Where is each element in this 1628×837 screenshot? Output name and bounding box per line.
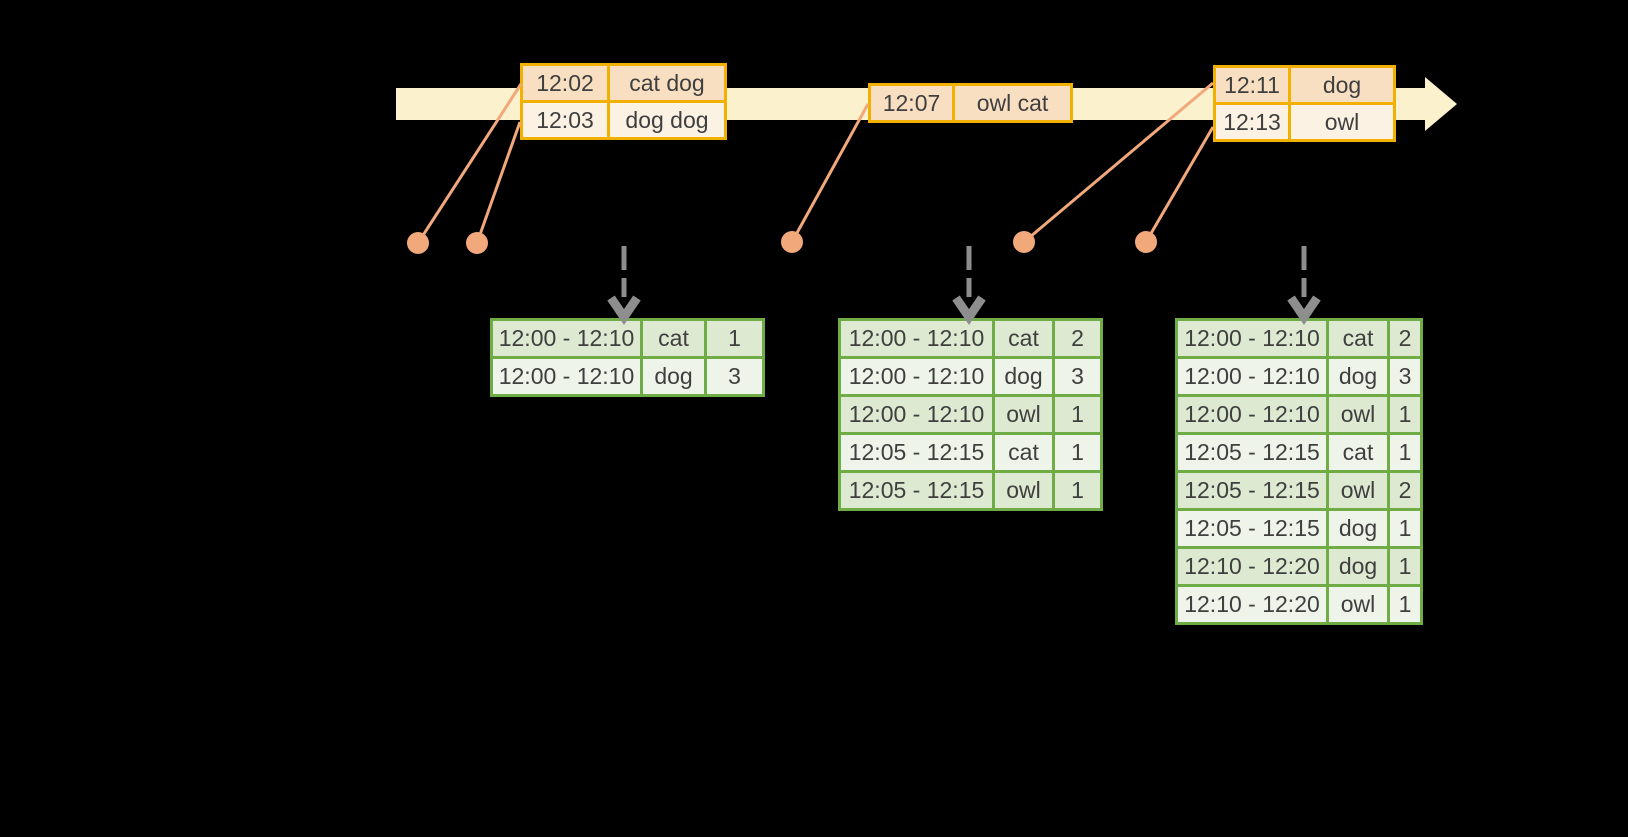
event-words-cell: dog	[1288, 65, 1396, 105]
animal-cell: cat	[1326, 318, 1390, 359]
count-cell: 2	[1052, 318, 1103, 359]
window-cell: 12:00 - 12:10	[838, 394, 995, 435]
result-row: 12:05 - 12:15 dog 1	[1175, 508, 1423, 549]
result-row: 12:00 - 12:10 dog 3	[1175, 356, 1423, 397]
animal-cell: owl	[1326, 470, 1390, 511]
animal-cell: dog	[1326, 546, 1390, 587]
count-cell: 1	[1052, 394, 1103, 435]
count-cell: 1	[1387, 394, 1423, 435]
result-row: 12:00 - 12:10 cat 2	[838, 318, 1103, 359]
animal-cell: cat	[1326, 432, 1390, 473]
window-cell: 12:10 - 12:20	[1175, 546, 1329, 587]
count-cell: 1	[1387, 508, 1423, 549]
animal-cell: dog	[992, 356, 1055, 397]
count-cell: 3	[1387, 356, 1423, 397]
animal-cell: owl	[1326, 394, 1390, 435]
result-table-2: 12:00 - 12:10 cat 2 12:00 - 12:10 dog 3 …	[838, 318, 1103, 511]
event-table-1: 12:02 cat dog 12:03 dog dog	[520, 63, 727, 140]
event-words-cell: dog dog	[607, 100, 727, 140]
animal-cell: owl	[992, 394, 1055, 435]
event-table-2: 12:07 owl cat	[868, 83, 1073, 123]
event-time-cell: 12:11	[1213, 65, 1291, 105]
result-row: 12:00 - 12:10 cat 2	[1175, 318, 1423, 359]
window-cell: 12:00 - 12:10	[838, 318, 995, 359]
window-cell: 12:00 - 12:10	[838, 356, 995, 397]
animal-cell: dog	[640, 356, 707, 397]
result-table-1: 12:00 - 12:10 cat 1 12:00 - 12:10 dog 3	[490, 318, 765, 397]
event-row: 12:02 cat dog	[520, 63, 727, 103]
result-row: 12:05 - 12:15 cat 1	[1175, 432, 1423, 473]
count-cell: 1	[704, 318, 765, 359]
animal-cell: cat	[992, 318, 1055, 359]
event-words-cell: owl cat	[952, 83, 1073, 123]
event-time-cell: 12:13	[1213, 102, 1291, 142]
event-row: 12:13 owl	[1213, 102, 1396, 142]
result-row: 12:00 - 12:10 owl 1	[838, 394, 1103, 435]
event-row: 12:11 dog	[1213, 65, 1396, 105]
event-time-cell: 12:02	[520, 63, 610, 103]
result-row: 12:00 - 12:10 dog 3	[490, 356, 765, 397]
event-row: 12:03 dog dog	[520, 100, 727, 140]
result-table-3: 12:00 - 12:10 cat 2 12:00 - 12:10 dog 3 …	[1175, 318, 1423, 625]
result-row: 12:05 - 12:15 owl 1	[838, 470, 1103, 511]
window-cell: 12:05 - 12:15	[1175, 508, 1329, 549]
window-cell: 12:00 - 12:10	[1175, 356, 1329, 397]
event-words-cell: owl	[1288, 102, 1396, 142]
window-cell: 12:05 - 12:15	[838, 470, 995, 511]
animal-cell: owl	[1326, 584, 1390, 625]
animal-cell: owl	[992, 470, 1055, 511]
event-table-3: 12:11 dog 12:13 owl	[1213, 65, 1396, 142]
result-row: 12:05 - 12:15 owl 2	[1175, 470, 1423, 511]
window-cell: 12:00 - 12:10	[490, 356, 643, 397]
count-cell: 1	[1052, 470, 1103, 511]
count-cell: 3	[704, 356, 765, 397]
animal-cell: cat	[992, 432, 1055, 473]
window-cell: 12:05 - 12:15	[838, 432, 995, 473]
result-row: 12:00 - 12:10 owl 1	[1175, 394, 1423, 435]
window-cell: 12:10 - 12:20	[1175, 584, 1329, 625]
event-row: 12:07 owl cat	[868, 83, 1073, 123]
event-time-cell: 12:07	[868, 83, 955, 123]
count-cell: 2	[1387, 470, 1423, 511]
event-words-cell: cat dog	[607, 63, 727, 103]
animal-cell: dog	[1326, 508, 1390, 549]
result-row: 12:00 - 12:10 cat 1	[490, 318, 765, 359]
count-cell: 3	[1052, 356, 1103, 397]
animal-cell: dog	[1326, 356, 1390, 397]
window-cell: 12:05 - 12:15	[1175, 432, 1329, 473]
event-time-cell: 12:03	[520, 100, 610, 140]
count-cell: 1	[1387, 584, 1423, 625]
count-cell: 1	[1387, 432, 1423, 473]
result-row: 12:05 - 12:15 cat 1	[838, 432, 1103, 473]
count-cell: 1	[1387, 546, 1423, 587]
result-row: 12:10 - 12:20 owl 1	[1175, 584, 1423, 625]
result-row: 12:10 - 12:20 dog 1	[1175, 546, 1423, 587]
window-cell: 12:05 - 12:15	[1175, 470, 1329, 511]
count-cell: 1	[1052, 432, 1103, 473]
result-row: 12:00 - 12:10 dog 3	[838, 356, 1103, 397]
count-cell: 2	[1387, 318, 1423, 359]
window-cell: 12:00 - 12:10	[1175, 318, 1329, 359]
animal-cell: cat	[640, 318, 707, 359]
window-cell: 12:00 - 12:10	[490, 318, 643, 359]
window-cell: 12:00 - 12:10	[1175, 394, 1329, 435]
